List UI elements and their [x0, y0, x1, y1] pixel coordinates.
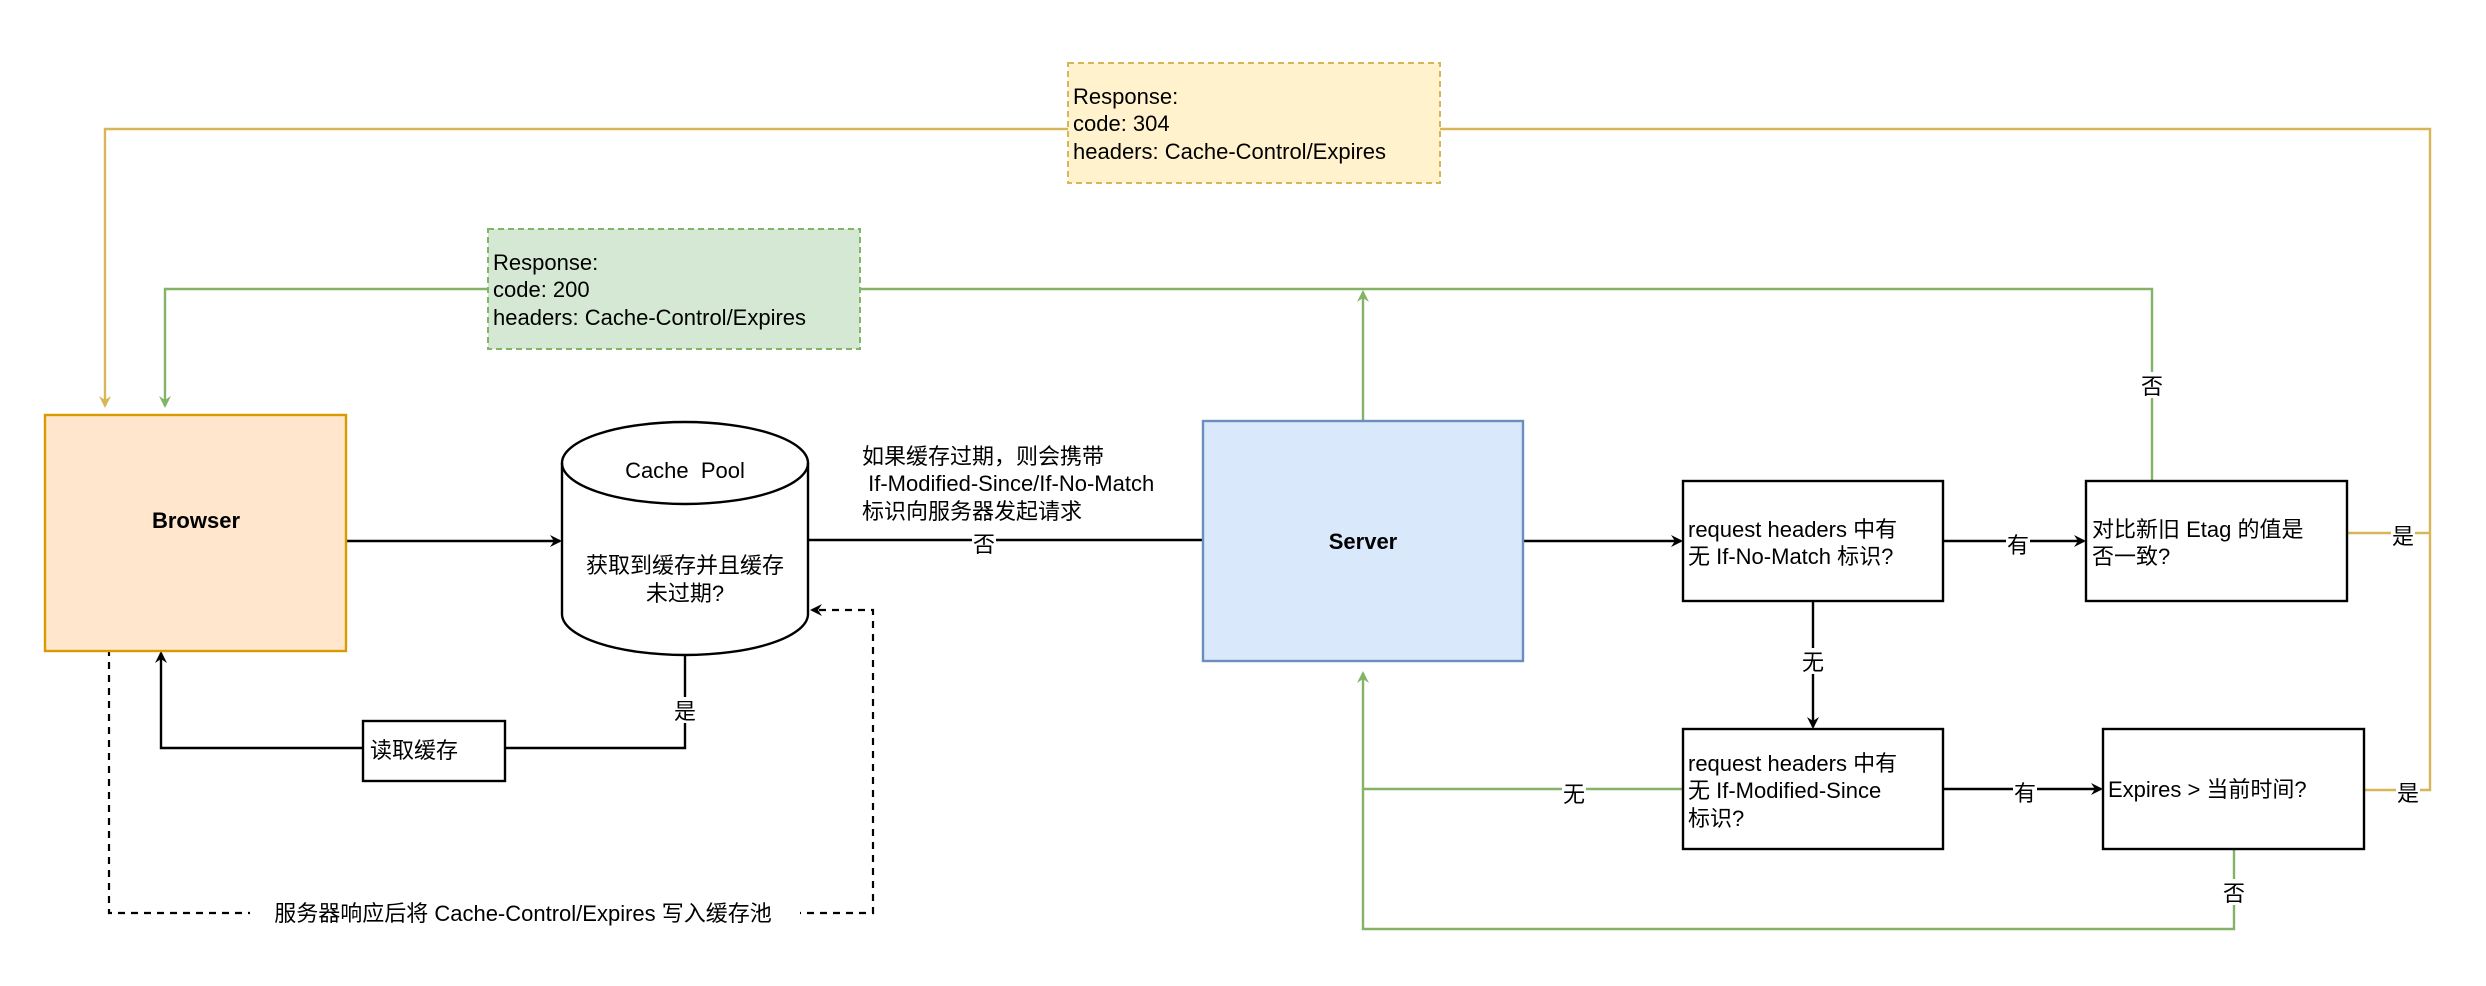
label-cache-no: 否: [973, 532, 995, 557]
label-cache-yes: 是: [674, 699, 696, 724]
response-200-line1: Response:: [493, 250, 598, 275]
etag-compare-line2: 否一致?: [2092, 544, 2170, 569]
ims-check-line3: 标识?: [1688, 806, 1744, 831]
browser-label: Browser: [152, 508, 240, 533]
ims-check-line1: request headers 中有: [1688, 751, 1897, 776]
label-etag-yes: 是: [2392, 524, 2414, 549]
label-write-cache: 服务器响应后将 Cache-Control/Expires 写入缓存池: [274, 901, 772, 926]
request-note-line2: If-Modified-Since/If-No-Match: [862, 471, 1154, 496]
inm-check-node[interactable]: request headers 中有 无 If-No-Match 标识?: [1681, 479, 1945, 603]
inm-check-line1: request headers 中有: [1688, 517, 1897, 542]
label-inm-none: 无: [1802, 650, 1824, 675]
label-expires-yes: 是: [2397, 781, 2419, 806]
edge-read-to-browser: [155, 651, 363, 750]
request-note-line1: 如果缓存过期，则会携带: [862, 444, 1104, 469]
server-label: Server: [1329, 529, 1398, 554]
label-ims-none: 无: [1563, 782, 1585, 807]
response-200-headers: headers: Cache-Control/Expires: [493, 305, 806, 330]
cache-pool-question-line1: 获取到缓存并且缓存: [586, 553, 784, 578]
response-304-box: Response: code: 304 headers: Cache-Contr…: [1067, 62, 1441, 184]
response-304-line1: Response:: [1073, 84, 1178, 109]
edge-write-cache: [107, 604, 875, 915]
ims-check-node[interactable]: request headers 中有 无 If-Modified-Since 标…: [1681, 727, 1945, 851]
inm-check-line2: 无 If-No-Match 标识?: [1688, 544, 1893, 569]
ims-check-line2: 无 If-Modified-Since: [1688, 778, 1881, 803]
etag-compare-line1: 对比新旧 Etag 的值是: [2092, 517, 2303, 542]
expires-compare-node[interactable]: Expires > 当前时间?: [2101, 727, 2366, 851]
expires-compare-label: Expires > 当前时间?: [2108, 777, 2307, 802]
response-304-headers: headers: Cache-Control/Expires: [1073, 139, 1386, 164]
cache-pool-question-line2: 未过期?: [646, 581, 724, 606]
label-expires-no: 否: [2223, 881, 2245, 906]
server-node[interactable]: Server: [1201, 419, 1525, 663]
cache-pool-title: Cache Pool: [625, 458, 745, 483]
read-cache-node[interactable]: 读取缓存: [361, 719, 507, 783]
response-200-box: Response: code: 200 headers: Cache-Contr…: [487, 228, 861, 350]
request-note-line3: 标识向服务器发起请求: [862, 499, 1082, 524]
browser-node[interactable]: Browser: [43, 413, 348, 653]
response-304-code: code: 304: [1073, 111, 1170, 136]
label-etag-no: 否: [2141, 374, 2163, 399]
response-200-code: code: 200: [493, 277, 590, 302]
cache-pool-node[interactable]: Cache Pool 获取到缓存并且缓存 未过期?: [560, 420, 810, 657]
label-inm-has: 有: [2007, 533, 2029, 558]
edge-ims-none-to-server: [1357, 671, 1683, 791]
etag-compare-node[interactable]: 对比新旧 Etag 的值是 否一致?: [2084, 479, 2349, 603]
request-note: 如果缓存过期，则会携带 If-Modified-Since/If-No-Matc…: [862, 444, 1154, 524]
label-ims-has: 有: [2014, 781, 2036, 806]
edge-200-response: [159, 287, 2154, 481]
edge-cache-yes-to-read: [505, 655, 687, 750]
read-cache-label: 读取缓存: [370, 738, 458, 763]
